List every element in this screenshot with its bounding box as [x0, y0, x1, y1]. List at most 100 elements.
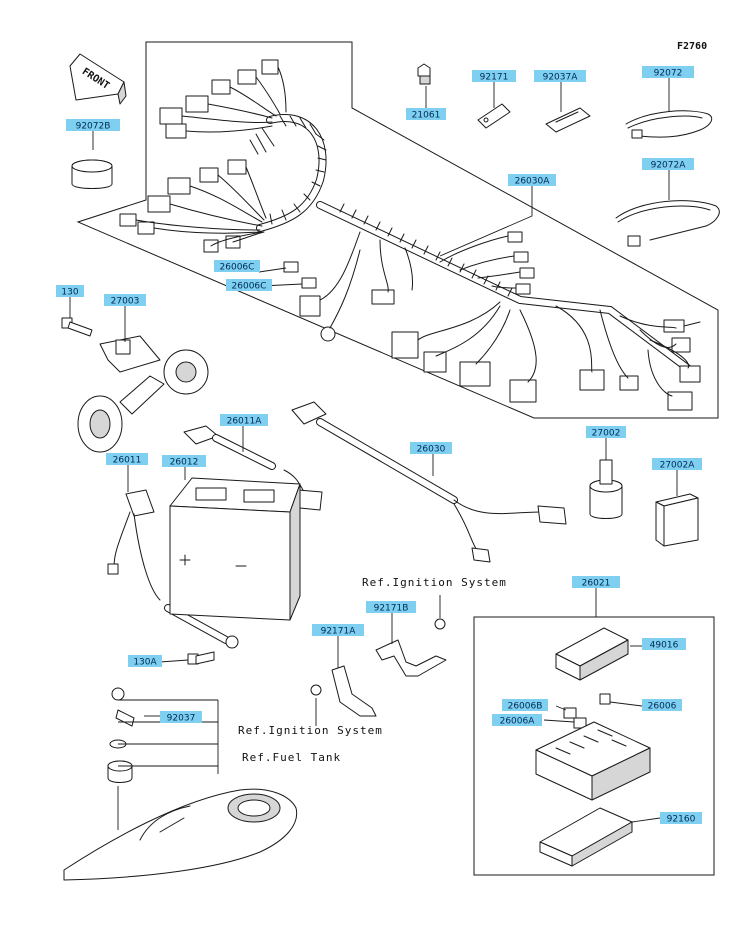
label-p-26006C-1[interactable]: 26006C [214, 260, 260, 273]
label-box [642, 66, 694, 78]
label-box [642, 638, 686, 650]
label-p-27003[interactable]: 27003 [104, 294, 146, 307]
label-box [508, 174, 556, 186]
part-26011-cable-icon [107, 489, 239, 649]
part-92072-band-icon [625, 110, 713, 139]
part-92072B-sleeve-icon [71, 159, 113, 189]
label-p-92160[interactable]: 92160 [660, 812, 702, 825]
label-box [160, 711, 202, 723]
label-box [660, 812, 702, 824]
label-box [128, 655, 162, 667]
main-harness-body [119, 59, 701, 411]
label-p-92072A[interactable]: 92072A [642, 158, 694, 171]
label-p-26006C-2[interactable]: 26006C [226, 279, 272, 292]
part-26012-battery-icon [169, 477, 301, 621]
part-26006C-fuse-2-icon [301, 277, 317, 289]
label-p-26006[interactable]: 26006 [642, 699, 682, 712]
junction-box-body-icon [535, 721, 651, 801]
part-number: 26006A [500, 717, 536, 727]
label-box [572, 576, 620, 588]
label-box [642, 699, 682, 711]
figure-code: F2760 [677, 41, 707, 52]
label-p-92171[interactable]: 92171 [472, 70, 516, 83]
label-box [214, 260, 260, 272]
part-number: 26021 [582, 579, 611, 589]
part-130-bolt-icon [61, 317, 93, 337]
part-49016-cover-icon [555, 627, 629, 681]
label-p-26012[interactable]: 26012 [162, 455, 206, 468]
part-number: 26006C [220, 263, 255, 273]
part-number: 26011 [113, 456, 142, 466]
part-number: 92171A [321, 627, 357, 637]
part-number: 27003 [111, 297, 140, 307]
fuel-tank-icon [63, 788, 298, 881]
label-box [66, 119, 120, 131]
part-26011A-cable-icon [183, 425, 323, 511]
part-27002A-relay-icon [655, 493, 699, 547]
label-p-92072[interactable]: 92072 [642, 66, 694, 79]
label-box [106, 453, 148, 465]
part-number: 92072A [651, 161, 687, 171]
label-box [104, 294, 146, 306]
part-number: 27002A [660, 461, 696, 471]
label-p-49016[interactable]: 49016 [642, 638, 686, 651]
part-number: 26011A [227, 417, 263, 427]
part-92072A-tie-icon [615, 200, 720, 247]
label-p-26030[interactable]: 26030 [410, 442, 452, 455]
label-p-26030A[interactable]: 26030A [508, 174, 556, 187]
part-number: 26012 [170, 458, 199, 468]
part-number: 26030A [515, 177, 551, 187]
fuel-tank-mount-icon [107, 687, 219, 783]
front-arrow-icon: FRONT [69, 53, 127, 105]
label-box [502, 699, 548, 711]
label-box [586, 426, 626, 438]
part-26006B-fuse-icon [563, 707, 577, 719]
label-p-21061[interactable]: 21061 [406, 108, 446, 121]
label-box [652, 458, 702, 470]
label-p-130A[interactable]: 130A [128, 655, 162, 668]
ref-ignition-system-2: Ref.Ignition System [238, 724, 383, 737]
label-box [312, 624, 364, 636]
part-number: 92171 [480, 73, 509, 83]
part-27002-relay-icon [589, 459, 623, 519]
label-box [534, 70, 586, 82]
label-box [56, 285, 84, 297]
label-p-92171A[interactable]: 92171A [312, 624, 364, 637]
part-26030-harness-icon [291, 401, 567, 563]
part-92171B-bracket-icon [375, 618, 447, 677]
label-p-130[interactable]: 130 [56, 285, 84, 298]
label-box [642, 158, 694, 170]
part-number: 92037 [167, 714, 196, 724]
label-p-26011A[interactable]: 26011A [220, 414, 268, 427]
label-p-26006A[interactable]: 26006A [492, 714, 542, 727]
part-92037A-holder-icon [545, 107, 591, 133]
label-p-26006B[interactable]: 26006B [502, 699, 548, 712]
part-92171-clamp-icon [477, 103, 511, 129]
label-p-92171B[interactable]: 92171B [366, 601, 416, 614]
part-number: 130 [61, 288, 78, 298]
label-box [220, 414, 268, 426]
label-p-27002A[interactable]: 27002A [652, 458, 702, 471]
part-number: 92072B [76, 122, 111, 132]
label-p-92037[interactable]: 92037 [160, 711, 202, 724]
part-number: 26006 [648, 702, 677, 712]
part-26006A-fuse-icon [573, 717, 587, 729]
label-p-92072B[interactable]: 92072B [66, 119, 120, 132]
ref-ignition-system-1: Ref.Ignition System [362, 576, 507, 589]
part-number: 130A [133, 658, 157, 668]
label-p-27002[interactable]: 27002 [586, 426, 626, 439]
label-box [406, 108, 446, 120]
part-number: 27002 [592, 429, 621, 439]
part-number: 92037A [543, 73, 579, 83]
label-p-92037A[interactable]: 92037A [534, 70, 586, 83]
label-box [410, 442, 452, 454]
part-number: 49016 [650, 641, 679, 651]
label-p-26021[interactable]: 26021 [572, 576, 620, 589]
label-p-26011[interactable]: 26011 [106, 453, 148, 466]
part-number: 92171B [374, 604, 409, 614]
leader-lines [69, 78, 678, 830]
label-box [492, 714, 542, 726]
label-box [162, 455, 206, 467]
